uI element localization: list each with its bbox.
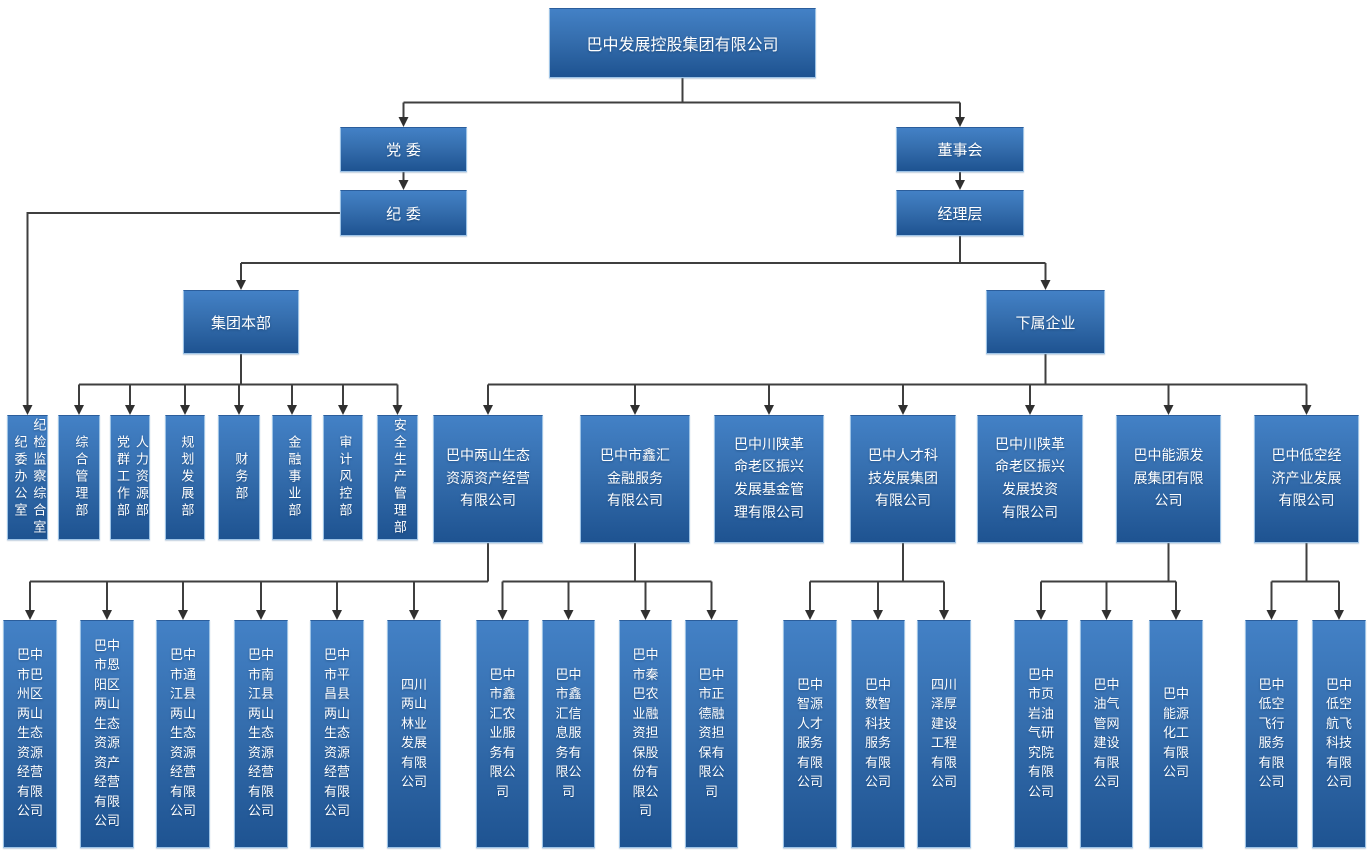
- org-node-label: 审计风控部: [336, 435, 352, 520]
- org-node-dept-audit-risk-control: 审计风控部: [323, 415, 363, 540]
- org-node-label: 纪 委: [386, 204, 421, 223]
- org-node-sub-tongjiang-liangshan: 巴中市通江县两山生态资源经营有限公司: [156, 620, 210, 848]
- org-node-label: 纪检监察综合室 纪委办公室: [11, 418, 46, 537]
- org-node-dept-planning-development: 规划发展部: [165, 415, 205, 540]
- org-node-sub-zehou-construction: 四川泽厚建设工程有限公司: [917, 620, 971, 848]
- org-node-dept-general-management: 综合管理部: [58, 415, 100, 540]
- org-node-sub-pingchang-liangshan: 巴中市平昌县两山生态资源经营有限公司: [310, 620, 364, 848]
- org-node-dept-safety-production: 安全生产管理部: [377, 415, 418, 540]
- org-node-co-talent-technology-group: 巴中人才科 技发展集团 有限公司: [850, 415, 956, 543]
- org-node-label: 巴中市鑫汇 金融服务 有限公司: [600, 447, 670, 510]
- org-node-label: 巴中市通江县两山生态资源经营有限公司: [170, 648, 197, 820]
- org-node-label: 集团本部: [210, 313, 271, 332]
- org-node-group-headquarters: 集团本部: [183, 290, 299, 354]
- org-node-label: 巴中低空经 济产业发展 有限公司: [1271, 447, 1342, 510]
- org-node-co-liangshan-eco-assets: 巴中两山生态 资源资产经营 有限公司: [433, 415, 543, 543]
- org-node-label: 巴中人才科 技发展集团 有限公司: [868, 447, 938, 510]
- org-node-dept-finance: 财务部: [218, 415, 260, 540]
- org-node-sub-energy-chemical: 巴中能源化工有限公司: [1149, 620, 1203, 848]
- org-node-sub-sichuan-liangshan-forestry: 四川两山林业发展有限公司: [387, 620, 441, 848]
- org-node-sub-low-altitude-flight-services: 巴中低空飞行服务有限公司: [1245, 620, 1298, 848]
- org-node-label: 巴中智源人才服务有限公司: [797, 677, 824, 791]
- org-node-label: 巴中市巴州区两山生态资源经营有限公司: [17, 648, 44, 820]
- org-node-label: 综合管理部: [72, 435, 88, 520]
- org-node-label: 董事会: [937, 141, 983, 159]
- org-node-label: 巴中川陕革 命老区振兴 发展基金管 理有限公司: [734, 436, 804, 521]
- org-node-dept-party-affairs-hr: 人力资源部 党群工作部: [110, 415, 150, 540]
- org-node-co-low-altitude-economy: 巴中低空经 济产业发展 有限公司: [1254, 415, 1359, 543]
- org-node-sub-bazhou-liangshan: 巴中市巴州区两山生态资源经营有限公司: [3, 620, 57, 848]
- org-node-label: 人力资源部 党群工作部: [114, 435, 148, 520]
- org-node-sub-shuzhi-technology-services: 巴中数智科技服务有限公司: [851, 620, 905, 848]
- org-node-management-layer: 经理层: [896, 190, 1024, 236]
- org-node-co-xinhui-financial-services: 巴中市鑫汇 金融服务 有限公司: [580, 415, 690, 543]
- org-node-label: 巴中市秦巴农业融资担保股份有限公司: [632, 648, 659, 820]
- org-node-label: 巴中市平昌县两山生态资源经营有限公司: [324, 648, 351, 820]
- org-node-dept-discipline-inspection-office: 纪检监察综合室 纪委办公室: [7, 415, 48, 540]
- org-node-co-revitalization-fund-management: 巴中川陕革 命老区振兴 发展基金管 理有限公司: [714, 415, 824, 543]
- org-node-label: 巴中油气管网建设有限公司: [1093, 677, 1120, 791]
- org-node-holding-company: 巴中发展控股集团有限公司: [549, 8, 816, 78]
- org-node-discipline-committee: 纪 委: [340, 190, 467, 236]
- org-node-sub-zhiyuan-talent-services: 巴中智源人才服务有限公司: [783, 620, 837, 848]
- org-node-board-of-directors: 董事会: [896, 127, 1024, 172]
- org-node-label: 巴中市鑫汇信息服务有限公司: [555, 667, 582, 800]
- org-node-co-revitalization-investment: 巴中川陕革 命老区振兴 发展投资 有限公司: [977, 415, 1083, 543]
- org-node-label: 巴中两山生态 资源资产经营 有限公司: [446, 447, 530, 510]
- org-node-sub-oil-gas-pipeline-construction: 巴中油气管网建设有限公司: [1080, 620, 1133, 848]
- org-node-label: 四川泽厚建设工程有限公司: [931, 677, 958, 791]
- org-node-label: 巴中市恩阳区两山生态资源资产经营有限公司: [94, 638, 121, 830]
- org-node-co-energy-development-group: 巴中能源发 展集团有限 公司: [1116, 415, 1221, 543]
- org-node-label: 规划发展部: [178, 435, 194, 520]
- org-node-label: 安全生产管理部: [390, 418, 406, 537]
- org-node-label: 巴中能源发 展集团有限 公司: [1133, 447, 1204, 510]
- org-node-label: 巴中川陕革 命老区振兴 发展投资 有限公司: [995, 436, 1065, 521]
- org-node-label: 下属企业: [1015, 313, 1076, 332]
- org-node-sub-zhengde-financing-guarantee: 巴中市正德融资担保有限公司: [685, 620, 738, 848]
- org-node-label: 巴中市南江县两山生态资源经营有限公司: [248, 648, 275, 820]
- org-node-label: 四川两山林业发展有限公司: [401, 677, 428, 791]
- org-node-label: 巴中市页岩油气研究院有限公司: [1028, 667, 1055, 800]
- org-node-label: 巴中能源化工有限公司: [1163, 687, 1190, 781]
- org-node-label: 党 委: [386, 141, 421, 159]
- org-node-label: 巴中低空飞行服务有限公司: [1258, 677, 1285, 791]
- org-node-label: 巴中市鑫汇农业服务有限公司: [489, 667, 516, 800]
- org-node-sub-enyang-liangshan: 巴中市恩阳区两山生态资源资产经营有限公司: [80, 620, 134, 848]
- org-node-sub-shale-oil-gas-research: 巴中市页岩油气研究院有限公司: [1014, 620, 1068, 848]
- org-node-sub-xinhui-information-services: 巴中市鑫汇信息服务有限公司: [542, 620, 595, 848]
- org-node-label: 巴中发展控股集团有限公司: [586, 35, 779, 54]
- org-node-label: 经理层: [937, 204, 983, 223]
- org-node-dept-financial-business: 金融事业部: [272, 415, 312, 540]
- org-node-label: 巴中低空航飞科技有限公司: [1326, 677, 1353, 791]
- org-node-label: 巴中数智科技服务有限公司: [865, 677, 892, 791]
- org-node-party-committee: 党 委: [340, 127, 467, 172]
- org-node-label: 财务部: [232, 452, 248, 503]
- org-node-sub-xinhui-agriculture-services: 巴中市鑫汇农业服务有限公司: [476, 620, 529, 848]
- org-node-label: 金融事业部: [285, 435, 301, 520]
- org-node-label: 巴中市正德融资担保有限公司: [698, 667, 725, 800]
- org-node-sub-low-altitude-aviation-tech: 巴中低空航飞科技有限公司: [1312, 620, 1366, 848]
- org-node-subordinate-enterprises: 下属企业: [986, 290, 1105, 354]
- org-node-sub-qinba-agriculture-guarantee: 巴中市秦巴农业融资担保股份有限公司: [619, 620, 672, 848]
- org-node-sub-nanjiang-liangshan: 巴中市南江县两山生态资源经营有限公司: [234, 620, 288, 848]
